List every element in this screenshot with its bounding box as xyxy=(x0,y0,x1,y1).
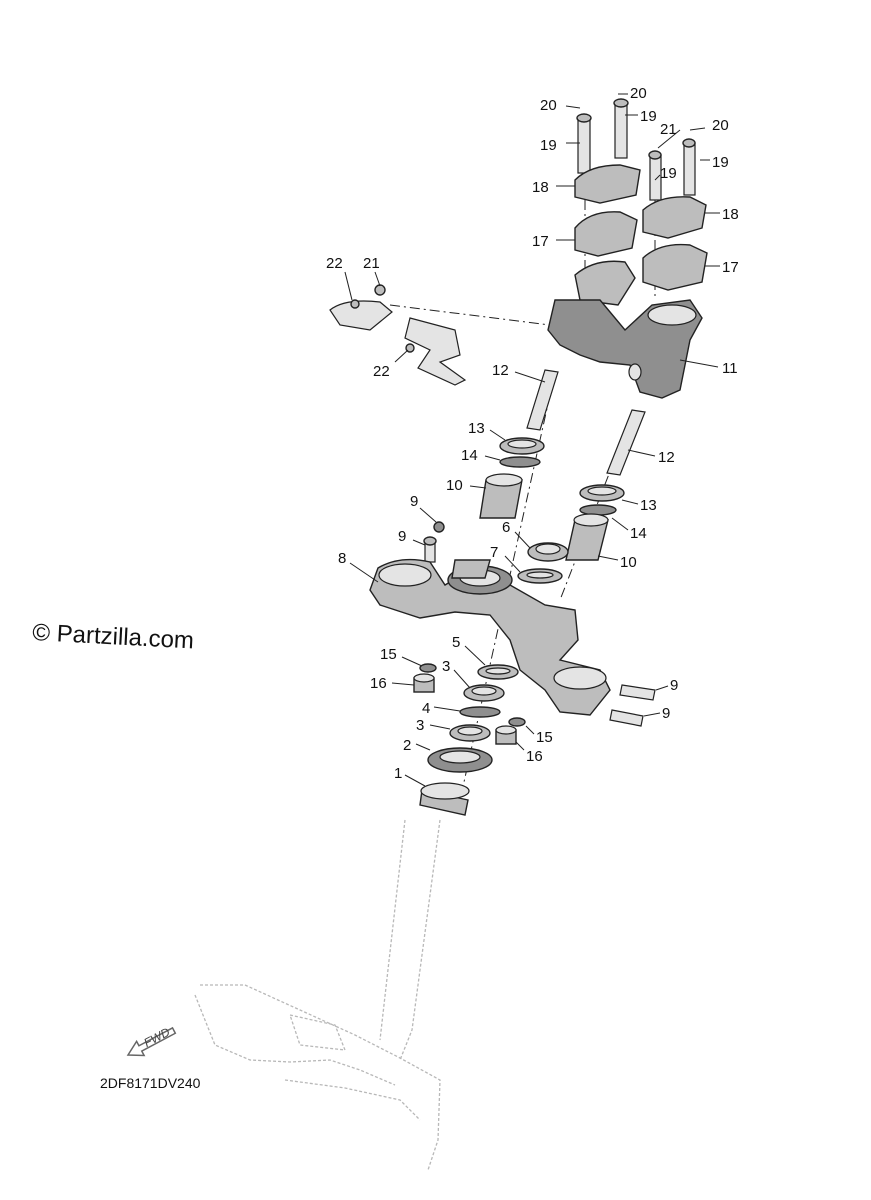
handlebar-holder-base-left xyxy=(574,260,636,306)
bolt-9-small-a xyxy=(433,521,445,533)
callout-1: 1 xyxy=(394,765,402,782)
callout-13: 13 xyxy=(640,497,657,514)
callout-21: 21 xyxy=(363,255,380,272)
callout-14: 14 xyxy=(461,447,478,464)
seal-2 xyxy=(427,747,493,773)
callout-17: 17 xyxy=(722,259,739,276)
bolt-9-right-a xyxy=(619,684,656,701)
callout-3: 3 xyxy=(442,658,450,675)
callout-19: 19 xyxy=(640,108,657,125)
handlebar-holder-lower-17-right xyxy=(642,243,708,291)
callout-10: 10 xyxy=(446,477,463,494)
fork-tube-12-left xyxy=(526,369,559,431)
callout-18: 18 xyxy=(532,179,549,196)
bolt-19-left xyxy=(576,113,592,174)
handlebar-holder-upper-18-left xyxy=(574,164,641,204)
callout-20: 21 xyxy=(660,121,677,138)
bolt-19-center xyxy=(613,98,629,159)
callout-6: 6 xyxy=(502,519,510,536)
callout-14: 14 xyxy=(630,525,647,542)
callout-3: 3 xyxy=(416,717,424,734)
spacer-6 xyxy=(527,542,569,562)
seal-13-left xyxy=(499,437,545,455)
bearing-3-lower xyxy=(449,724,491,742)
callout-20: 20 xyxy=(540,97,557,114)
nut-15-left xyxy=(419,663,437,673)
callout-22: 22 xyxy=(373,363,390,380)
callout-15: 15 xyxy=(380,646,397,663)
cable-guide-22-lower xyxy=(404,317,467,386)
fork-tube-12-right xyxy=(606,409,646,476)
callout-15: 15 xyxy=(536,729,553,746)
callout-16: 16 xyxy=(370,675,387,692)
callout-20: 20 xyxy=(630,85,647,102)
callout-4: 4 xyxy=(422,700,430,717)
nut-16-right xyxy=(495,725,517,745)
part-4 xyxy=(459,706,501,718)
callout-8: 8 xyxy=(338,550,346,567)
bearing-3-upper xyxy=(463,684,505,702)
bolt-9-small-b xyxy=(423,536,437,563)
callout-13: 13 xyxy=(468,420,485,437)
race-1 xyxy=(419,782,470,816)
callout-2: 2 xyxy=(403,737,411,754)
collar-10-right xyxy=(565,513,609,561)
washer-7 xyxy=(517,568,563,584)
upper-bracket-11 xyxy=(547,299,703,399)
cable-guide-21 xyxy=(329,284,393,331)
callout-11: 11 xyxy=(722,360,738,377)
callout-19: 19 xyxy=(660,165,677,182)
callout-22: 22 xyxy=(326,255,343,272)
watermark: © Partzilla.com xyxy=(32,619,195,654)
handlebar-holder-upper-18-right xyxy=(642,196,707,239)
callout-5: 5 xyxy=(452,634,460,651)
fwd-label: FWD xyxy=(141,1025,172,1050)
bolt-19-right-b xyxy=(682,138,696,196)
nut-16-left xyxy=(413,673,435,693)
callout-18: 18 xyxy=(722,206,739,223)
ring-14-left xyxy=(499,456,541,468)
ring-14-right xyxy=(579,504,617,516)
callout-9: 9 xyxy=(398,528,406,545)
callout-20: 20 xyxy=(712,117,729,134)
callout-9: 9 xyxy=(662,705,670,722)
handlebar-holder-lower-17-left xyxy=(574,211,638,257)
callout-16: 16 xyxy=(526,748,543,765)
steering-stem-ghost xyxy=(194,819,441,1171)
collar-10-left xyxy=(479,473,523,519)
nut-15-right xyxy=(508,717,526,727)
callout-19: 19 xyxy=(712,154,729,171)
callout-9: 9 xyxy=(410,493,418,510)
fwd-arrow-icon: FWD xyxy=(126,1025,177,1057)
callout-7: 7 xyxy=(490,544,498,561)
bolt-9-right-b xyxy=(609,709,644,727)
callout-9: 9 xyxy=(670,677,678,694)
callout-12: 12 xyxy=(492,362,509,379)
callout-17: 17 xyxy=(532,233,549,250)
callouts: 20 20 19 19 21 20 19 19 18 18 17 17 22 2… xyxy=(326,85,739,787)
seal-13-right xyxy=(579,484,625,502)
callout-19: 19 xyxy=(540,137,557,154)
under-bracket-8 xyxy=(369,558,611,716)
part-5 xyxy=(477,664,519,680)
bolt-19-right-a xyxy=(648,150,662,201)
callout-10: 10 xyxy=(620,554,637,571)
diagram-code: 2DF8171DV240 xyxy=(100,1075,201,1091)
callout-12: 12 xyxy=(658,449,675,466)
